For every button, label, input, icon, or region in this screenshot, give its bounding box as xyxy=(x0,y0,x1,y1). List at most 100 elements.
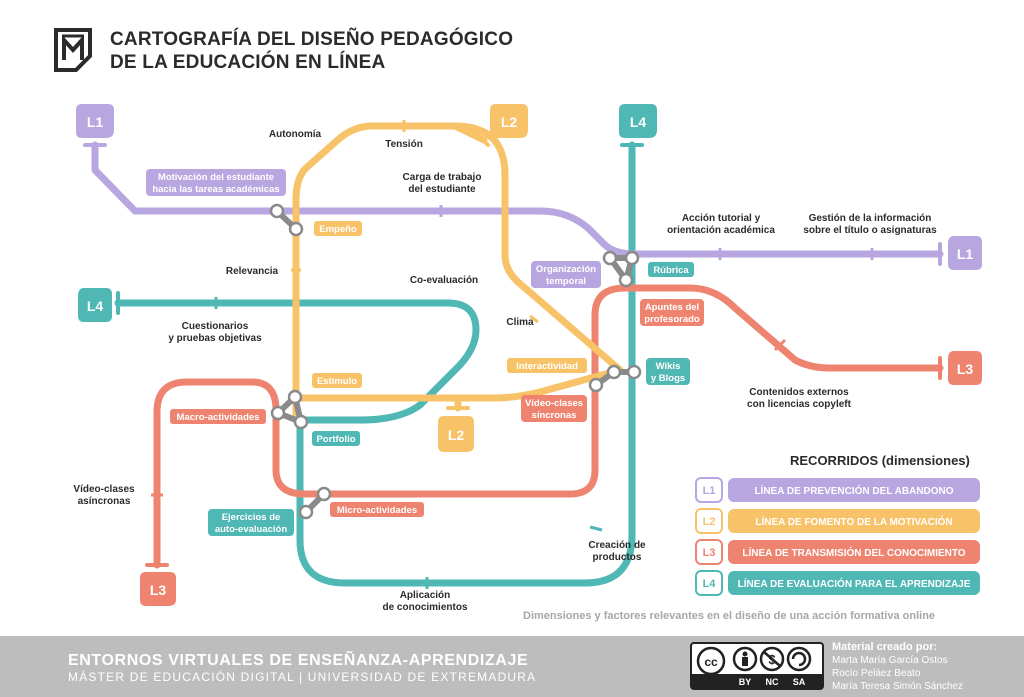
svg-text:L4: L4 xyxy=(87,298,104,314)
label-accion-2: orientación académica xyxy=(667,225,775,236)
svg-text:L4: L4 xyxy=(630,114,647,130)
svg-text:L3: L3 xyxy=(150,582,167,598)
footer-program: MÁSTER DE EDUCACIÓN DIGITAL | UNIVERSIDA… xyxy=(68,670,537,684)
tag-motivacion: Motivación del estudiante hacia las tare… xyxy=(146,169,286,196)
tag-rubrica: Rúbrica xyxy=(648,262,694,277)
svg-text:L1: L1 xyxy=(87,114,104,130)
label-carga-2: del estudiante xyxy=(408,184,476,195)
label-gestion-1: Gestión de la información xyxy=(809,213,932,224)
svg-text:Micro-actividades: Micro-actividades xyxy=(337,505,417,516)
badge-l4-top: L4 xyxy=(619,104,657,138)
svg-text:hacia las tareas académicas: hacia las tareas académicas xyxy=(152,184,279,195)
svg-text:L2: L2 xyxy=(501,114,518,130)
line-l2 xyxy=(292,122,624,424)
tag-micro: Micro-actividades xyxy=(330,502,424,517)
legend-title: RECORRIDOS (dimensiones) xyxy=(790,453,970,468)
svg-text:Rúbrica: Rúbrica xyxy=(653,265,689,276)
svg-text:cc: cc xyxy=(704,655,718,669)
svg-text:NC: NC xyxy=(766,677,779,687)
cc-icon xyxy=(696,646,726,676)
credit-heading: Material creado por: xyxy=(832,641,938,653)
svg-text:L3: L3 xyxy=(957,361,974,377)
svg-text:SA: SA xyxy=(793,677,806,687)
label-carga-1: Carga de trabajo xyxy=(403,172,482,183)
badge-l3-right: L3 xyxy=(948,351,982,385)
legend-item-l1: L1 LÍNEA DE PREVENCIÓN DEL ABANDONO xyxy=(695,477,980,503)
legend-item-l4: L4 LÍNEA DE EVALUACIÓN PARA EL APRENDIZA… xyxy=(695,570,980,596)
label-contenidos-1: Contenidos externos xyxy=(749,387,849,398)
legend: L1 LÍNEA DE PREVENCIÓN DEL ABANDONO L2 L… xyxy=(695,477,980,596)
svg-text:BY: BY xyxy=(739,677,752,687)
svg-text:L2: L2 xyxy=(448,427,465,443)
interchange-stations xyxy=(269,203,642,520)
tick-marks xyxy=(151,120,874,589)
credit-author-3: María Teresa Simón Sánchez xyxy=(832,681,963,692)
svg-text:Interactividad: Interactividad xyxy=(516,361,578,372)
badge-l1-right: L1 xyxy=(948,236,982,270)
title-line-2: DE LA EDUCACIÓN EN LÍNEA xyxy=(110,52,386,73)
label-aplicacion-1: Aplicación xyxy=(400,590,451,601)
label-tension: Tensión xyxy=(385,139,423,150)
legend-item-l2: L2 LÍNEA DE FOMENTO DE LA MOTIVACIÓN xyxy=(695,508,980,534)
tag-macro: Macro-actividades xyxy=(170,409,266,424)
svg-text:Estímulo: Estímulo xyxy=(317,376,357,387)
svg-text:Portfolio: Portfolio xyxy=(316,434,355,445)
legend-item-l3: L3 LÍNEA DE TRANSMISIÓN DEL CONOCIMIENTO xyxy=(695,539,980,565)
sa-share-icon xyxy=(786,646,812,672)
svg-text:Motivación del estudiante: Motivación del estudiante xyxy=(158,172,274,183)
tag-wikis: Wikis y Blogs xyxy=(646,358,690,385)
label-accion-1: Acción tutorial y xyxy=(682,213,761,224)
badge-l1-top: L1 xyxy=(76,104,114,138)
cc-icons: cc $ BY NC SA xyxy=(692,646,822,688)
label-gestion-2: sobre el título o asignaturas xyxy=(803,225,937,236)
svg-text:síncronas: síncronas xyxy=(532,410,577,421)
svg-text:LÍNEA DE TRANSMISIÓN DEL CONOC: LÍNEA DE TRANSMISIÓN DEL CONOCIMIENTO xyxy=(742,546,965,559)
svg-text:y Blogs: y Blogs xyxy=(651,373,685,384)
label-autonomia: Autonomía xyxy=(269,129,322,140)
line-l4 xyxy=(114,141,636,587)
svg-text:Organización: Organización xyxy=(536,264,596,275)
badge-l4-left: L4 xyxy=(78,288,112,322)
footer xyxy=(0,636,1024,697)
line-l3 xyxy=(153,284,944,569)
line-l1 xyxy=(91,141,944,258)
svg-text:L4: L4 xyxy=(703,578,717,590)
svg-text:temporal: temporal xyxy=(546,276,586,287)
label-contenidos-2: con licencias copyleft xyxy=(747,399,852,410)
svg-text:Wikis: Wikis xyxy=(656,361,681,372)
logo-icon xyxy=(54,28,92,72)
svg-text:L1: L1 xyxy=(703,485,716,497)
tag-portfolio: Portfolio xyxy=(312,431,360,446)
tag-videosinc: Vídeo-clases síncronas xyxy=(521,395,587,422)
svg-text:LÍNEA DE FOMENTO DE LA MOTIVAC: LÍNEA DE FOMENTO DE LA MOTIVACIÓN xyxy=(755,515,952,528)
tag-organizacion: Organización temporal xyxy=(531,261,601,288)
svg-text:Ejercicios de: Ejercicios de xyxy=(222,512,281,523)
tag-interactividad: Interactividad xyxy=(507,358,587,373)
svg-text:auto-evaluación: auto-evaluación xyxy=(215,524,288,535)
svg-text:L3: L3 xyxy=(703,547,716,559)
label-videoasinc-2: asíncronas xyxy=(78,496,131,507)
badge-l3-bottom: L3 xyxy=(140,572,176,606)
badge-l2-top: L2 xyxy=(490,104,528,138)
credit-author-1: Marta María García Ostos xyxy=(832,655,948,666)
label-coevaluacion: Co-evaluación xyxy=(410,275,478,286)
cc-license-badge[interactable]: cc $ BY NC SA xyxy=(690,642,824,690)
svg-text:Vídeo-clases: Vídeo-clases xyxy=(525,398,583,409)
label-relevancia: Relevancia xyxy=(226,266,279,277)
badge-l2-bottom: L2 xyxy=(438,416,474,452)
end-caps xyxy=(83,133,942,567)
svg-text:L1: L1 xyxy=(957,246,974,262)
tag-estimulo: Estímulo xyxy=(312,373,362,388)
svg-text:L2: L2 xyxy=(703,516,716,528)
page-title: CARTOGRAFÍA DEL DISEÑO PEDAGÓGICO DE LA … xyxy=(110,28,513,74)
svg-text:LÍNEA DE PREVENCIÓN DEL ABANDO: LÍNEA DE PREVENCIÓN DEL ABANDONO xyxy=(754,484,953,497)
label-aplicacion-2: de conocimientos xyxy=(382,602,467,613)
tag-empeno: Empeño xyxy=(314,221,362,236)
map-subtitle: Dimensiones y factores relevantes en el … xyxy=(523,610,936,622)
svg-text:LÍNEA DE EVALUACIÓN PARA EL AP: LÍNEA DE EVALUACIÓN PARA EL APRENDIZAJE xyxy=(738,577,971,590)
svg-text:Empeño: Empeño xyxy=(319,224,357,235)
svg-text:profesorado: profesorado xyxy=(644,314,700,325)
footer-course: ENTORNOS VIRTUALES DE ENSEÑANZA-APRENDIZ… xyxy=(68,652,529,669)
credit-author-2: Rocío Peláez Beato xyxy=(832,668,921,679)
